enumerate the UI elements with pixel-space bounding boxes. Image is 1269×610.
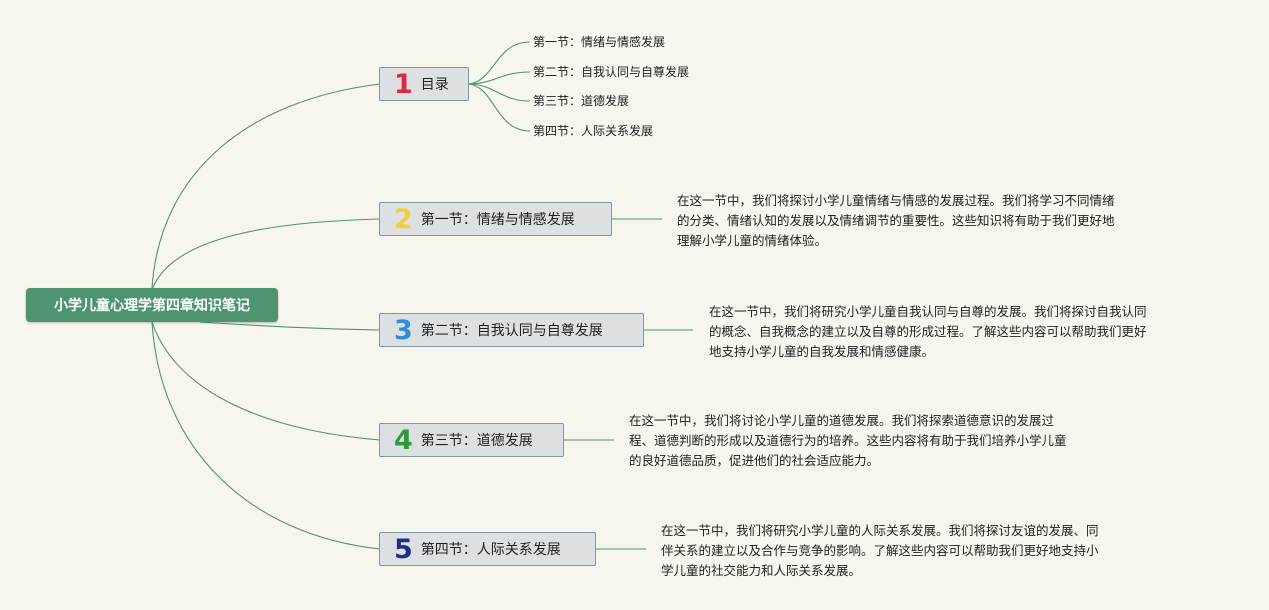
description-line: 在这一节中，我们将研究小学儿童自我认同与自尊的发展。我们将探讨自我认同: [709, 304, 1147, 319]
topic-node-section-1[interactable]: 2 第一节：情绪与情感发展: [379, 202, 612, 236]
topic-description[interactable]: 在这一节中，我们将讨论小学儿童的道德发展。我们将探索道德意识的发展过 程、道德判…: [629, 411, 1067, 471]
description-line: 理解小学儿童的情绪体验。: [677, 233, 828, 248]
root-label: 小学儿童心理学第四章知识笔记: [54, 298, 250, 314]
number-4-icon: 4: [394, 424, 413, 456]
root-node[interactable]: 小学儿童心理学第四章知识笔记: [26, 288, 278, 322]
topic-node-contents[interactable]: 1 目录: [379, 67, 469, 101]
topic-node-section-3[interactable]: 4 第三节：道德发展: [379, 423, 564, 457]
number-3-icon: 3: [394, 314, 413, 346]
topic-label: 目录: [420, 77, 449, 93]
topic-node-section-4[interactable]: 5 第四节：人际关系发展: [379, 532, 596, 566]
connector-sub-3: [467, 83, 531, 102]
description-line: 学儿童的社交能力和人际关系发展。: [661, 563, 862, 578]
connector-root-topic-5: [151, 321, 381, 550]
description-line: 的概念、自我概念的建立以及自尊的形成过程。了解这些内容可以帮助我们更好: [709, 324, 1147, 339]
description-line: 地支持小学儿童的自我发展和情感健康。: [709, 344, 935, 359]
subtopic-item[interactable]: 第四节：人际关系发展: [533, 124, 654, 138]
topic-description[interactable]: 在这一节中，我们将探讨小学儿童情绪与情感的发展过程。我们将学习不同情绪 的分类、…: [677, 191, 1115, 251]
description-line: 的分类、情绪认知的发展以及情绪调节的重要性。这些知识将有助于我们更好地: [677, 213, 1115, 228]
connector-root-topic-1: [151, 83, 381, 289]
description-line: 在这一节中，我们将探讨小学儿童情绪与情感的发展过程。我们将学习不同情绪: [677, 193, 1115, 208]
connector-root-topic-4: [151, 321, 381, 441]
description-line: 在这一节中，我们将研究小学儿童的人际关系发展。我们将探讨友谊的发展、同: [661, 523, 1099, 538]
topic-label: 第一节：情绪与情感发展: [420, 212, 575, 228]
topic-label: 第三节：道德发展: [420, 433, 533, 449]
topic-description[interactable]: 在这一节中，我们将研究小学儿童自我认同与自尊的发展。我们将探讨自我认同 的概念、…: [709, 302, 1147, 362]
subtopic-item[interactable]: 第一节：情绪与情感发展: [533, 35, 666, 49]
number-1-icon: 1: [394, 68, 413, 100]
topic-label: 第二节：自我认同与自尊发展: [420, 323, 603, 339]
description-line: 在这一节中，我们将讨论小学儿童的道德发展。我们将探索道德意识的发展过: [629, 413, 1055, 428]
connector-root-topic-3: [199, 321, 381, 331]
number-5-icon: 5: [394, 533, 413, 565]
connector-sub-1: [467, 41, 531, 85]
description-line: 的良好道德品质，促进他们的社会适应能力。: [629, 453, 880, 468]
description-line: 伴关系的建立以及合作与竞争的影响。了解这些内容可以帮助我们更好地支持小: [661, 543, 1099, 558]
topic-description[interactable]: 在这一节中，我们将研究小学儿童的人际关系发展。我们将探讨友谊的发展、同 伴关系的…: [661, 521, 1099, 581]
description-line: 程、道德判断的形成以及道德行为的培养。这些内容将有助于我们培养小学儿童: [629, 433, 1067, 448]
connector-root-topic-2: [151, 218, 381, 291]
topic-node-section-2[interactable]: 3 第二节：自我认同与自尊发展: [379, 313, 644, 347]
subtopic-item[interactable]: 第二节：自我认同与自尊发展: [533, 65, 690, 79]
connector-sub-2: [467, 71, 531, 85]
topic-label: 第四节：人际关系发展: [420, 542, 561, 558]
connector-sub-4: [467, 83, 531, 132]
number-2-icon: 2: [394, 203, 413, 235]
subtopic-item[interactable]: 第三节：道德发展: [533, 94, 630, 108]
